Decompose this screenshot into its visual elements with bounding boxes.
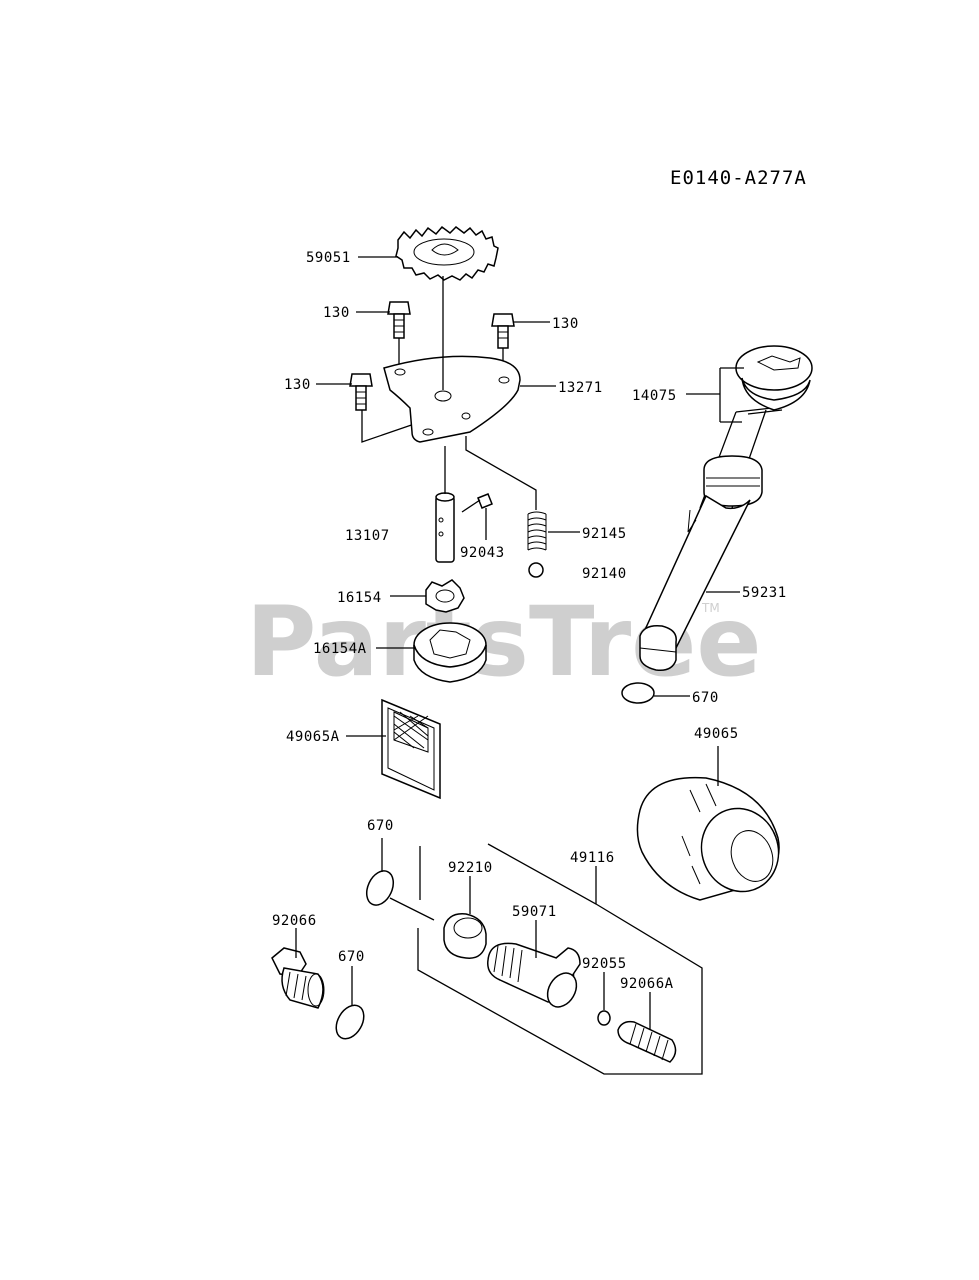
watermark-trademark: TM (701, 601, 720, 615)
label-92043: 92043 (460, 545, 505, 561)
fitting-59071[interactable] (487, 942, 583, 1012)
label-59051: 59051 (306, 250, 351, 266)
strainer-49065A[interactable] (381, 698, 441, 800)
label-670-upper: 670 (692, 690, 719, 706)
o-ring-670-upper[interactable] (621, 682, 655, 704)
label-92055: 92055 (582, 956, 627, 972)
label-130-left: 130 (284, 377, 311, 393)
label-16154: 16154 (337, 590, 382, 606)
nut-92210[interactable] (443, 913, 487, 959)
label-49065: 49065 (694, 726, 739, 742)
label-92145: 92145 (582, 526, 627, 542)
diagram-code: E0140-A277A (670, 167, 807, 189)
label-92210: 92210 (448, 860, 493, 876)
washer-92055[interactable] (597, 1010, 611, 1026)
bolt-130-upper-left[interactable] (387, 301, 411, 339)
inner-rotor-16154[interactable] (425, 579, 465, 613)
pin-92043[interactable] (477, 493, 493, 509)
ball-92140[interactable] (528, 562, 544, 578)
outer-rotor-16154A[interactable] (413, 622, 487, 683)
label-49065A: 49065A (286, 729, 340, 745)
label-13271: 13271 (558, 380, 603, 396)
spring-92145[interactable] (527, 511, 547, 551)
label-92066A: 92066A (620, 976, 674, 992)
label-49116: 49116 (570, 850, 615, 866)
bolt-130-upper-right[interactable] (491, 313, 515, 349)
label-16154A: 16154A (313, 641, 367, 657)
label-59231: 59231 (742, 585, 787, 601)
bolt-92066A[interactable] (617, 1020, 677, 1063)
bolt-130-left[interactable] (349, 373, 373, 411)
shaft-13107[interactable] (435, 492, 455, 563)
gear-59051[interactable] (395, 225, 499, 281)
cover-plate-13271[interactable] (383, 355, 521, 443)
label-130-upper-left: 130 (323, 305, 350, 321)
label-14075: 14075 (632, 388, 677, 404)
label-13107: 13107 (345, 528, 390, 544)
drain-plug-92066[interactable] (271, 947, 325, 1009)
label-59071: 59071 (512, 904, 557, 920)
label-130-upper-right: 130 (552, 316, 579, 332)
o-ring-670-middle[interactable] (362, 867, 399, 910)
o-ring-670-lower[interactable] (331, 1000, 370, 1043)
label-670-lower: 670 (338, 949, 365, 965)
label-670-middle: 670 (367, 818, 394, 834)
label-92066: 92066 (272, 913, 317, 929)
oil-pipe-59231[interactable] (639, 455, 763, 672)
label-92140: 92140 (582, 566, 627, 582)
oil-filter-49065[interactable] (636, 776, 790, 903)
